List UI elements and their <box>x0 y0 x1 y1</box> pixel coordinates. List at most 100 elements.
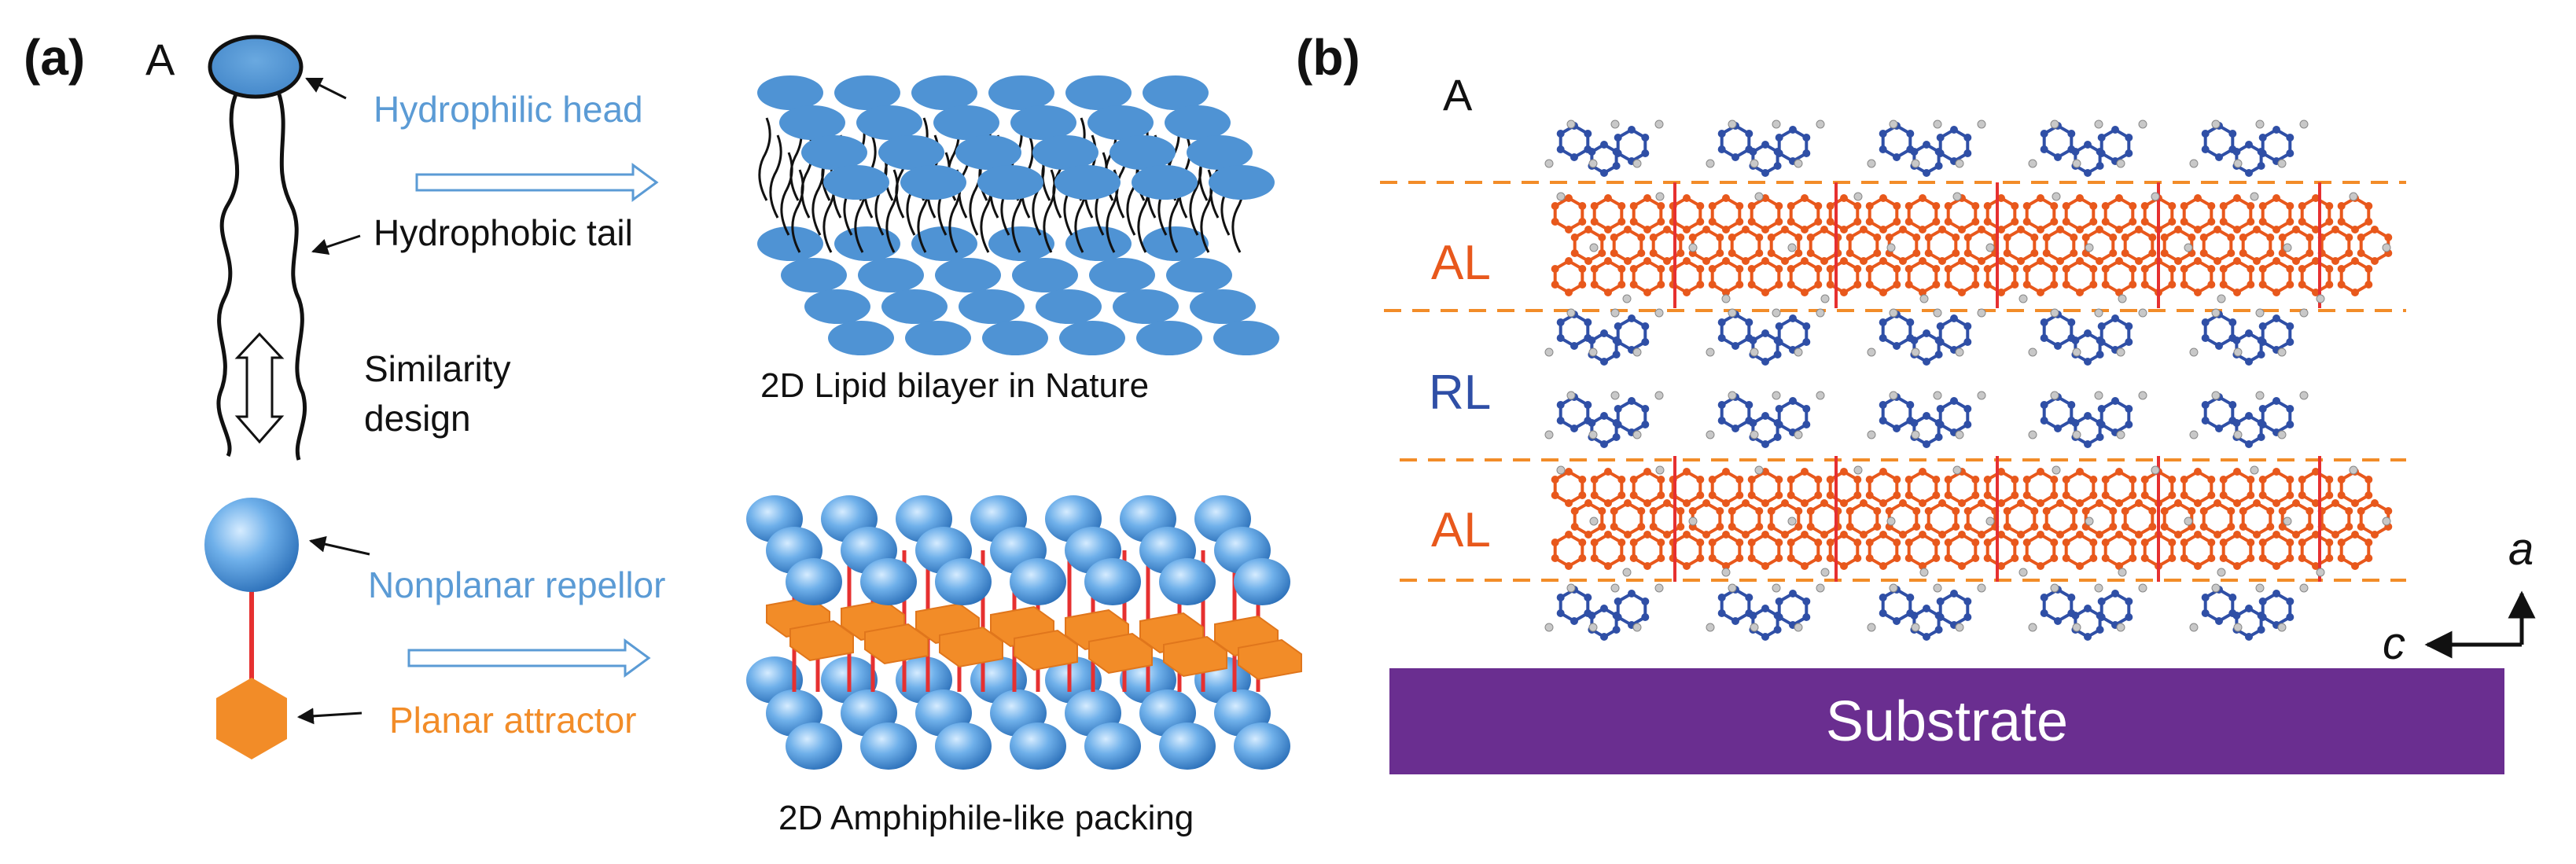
al-ring-atom <box>2062 554 2070 562</box>
al-ring-atom <box>2312 499 2320 507</box>
al-ring-atom <box>1938 499 1946 507</box>
packing-upper-sphere <box>935 558 992 605</box>
al-ring-atom <box>1932 281 1941 289</box>
al-ring-atom <box>1932 539 1941 546</box>
rl-ring-atom <box>1802 134 1811 142</box>
al-ring-atom <box>2219 265 2228 273</box>
bilayer-upper-head <box>933 105 999 140</box>
al-ring-atom <box>2129 476 2137 483</box>
al-ring-atom <box>1893 491 1901 499</box>
al-ring-atom <box>1624 257 1632 265</box>
al-ring-atom <box>2101 202 2110 210</box>
al-ring-atom <box>1702 257 1710 265</box>
packing-upper-sphere <box>1234 558 1290 605</box>
rl-ring-atom <box>2201 318 2210 326</box>
al-ring-atom <box>1735 539 1744 546</box>
rl-ring-atom <box>2097 134 2106 142</box>
rl-ring-atom <box>2040 609 2048 617</box>
al-ring-atom <box>2062 491 2070 499</box>
al-ring-atom <box>1787 554 1795 562</box>
rl-ring <box>1720 312 1751 348</box>
al-ring-atom <box>2168 539 2177 546</box>
al-ring-atom <box>2140 202 2149 210</box>
al-ring-atom <box>1702 226 1710 233</box>
al-ring-atom <box>2148 507 2157 515</box>
rl-ring-atom <box>2040 318 2048 326</box>
hydrogen-atom <box>1911 159 1920 168</box>
rl-ring-atom <box>2097 405 2106 413</box>
al-ring <box>2103 532 2135 568</box>
hydrogen-atom <box>1977 308 1986 318</box>
rl-ring-atom <box>2258 134 2267 142</box>
substrate-label: Substrate <box>1826 690 2068 753</box>
al-ring-atom <box>2272 257 2280 265</box>
al-ring <box>2025 532 2056 568</box>
al-ring-atom <box>2337 202 2346 210</box>
al-ring-atom <box>2253 257 2261 265</box>
al-ring <box>2064 196 2096 232</box>
al-ring-atom <box>2042 507 2051 515</box>
rl-ring-atom <box>2286 149 2294 157</box>
al-ring <box>2182 259 2214 295</box>
al-ring-atom <box>2160 507 2169 515</box>
hydrogen-atom <box>2028 623 2037 632</box>
al-ring <box>1710 532 1742 568</box>
al-ring <box>1671 532 1702 568</box>
al-ring-atom <box>1820 226 1828 233</box>
bilayer-upper-head <box>1132 165 1198 200</box>
al-ring-atom <box>2076 226 2084 233</box>
al-ring-atom <box>2351 531 2359 539</box>
hydrogen-atom <box>2255 583 2265 593</box>
rl-ring-atom <box>2201 594 2210 601</box>
al-ring-atom <box>2331 499 2339 507</box>
rl-ring <box>2261 399 2292 435</box>
al-ring-atom <box>1775 218 1783 226</box>
al-ring-atom <box>2357 507 2365 515</box>
al-ring-atom <box>2207 218 2216 226</box>
rl-ring-atom <box>1570 153 1578 161</box>
al-ring-atom <box>1879 257 1887 265</box>
al-ring-atom <box>1722 194 1730 202</box>
hydrogen-atom <box>1655 465 1665 475</box>
rl-ring-atom <box>1588 419 1596 427</box>
hydrogen-atom <box>2116 623 2125 632</box>
rl-ring-atom <box>1641 322 1650 330</box>
al-ring-atom <box>2089 476 2098 483</box>
hydrogen-atom <box>1688 517 1698 526</box>
al-ring-atom <box>2272 562 2280 570</box>
hydrogen-atom <box>2052 465 2061 475</box>
al-ring-atom <box>1657 218 1665 226</box>
hydrogen-atom <box>2072 430 2081 439</box>
hydrogen-atom <box>2299 119 2309 129</box>
al-ring-atom <box>2219 281 2228 289</box>
al-ring-atom <box>1624 531 1632 539</box>
rl-ring-atom <box>1963 134 1972 142</box>
rl-ring-atom <box>1963 338 1972 346</box>
hydrogen-atom <box>2211 308 2221 318</box>
al-ring-atom <box>1971 476 1980 483</box>
al-ring-atom <box>1952 507 1960 515</box>
panel-a-corner-label: A <box>145 35 175 84</box>
al-ring-atom <box>2180 539 2188 546</box>
al-ring-atom <box>2199 233 2208 241</box>
rl-ring-atom <box>1789 314 1797 322</box>
hydrogen-atom <box>2255 119 2265 129</box>
al-ring <box>1691 227 1722 263</box>
hydrogen-atom <box>1706 159 1715 168</box>
al-ring-atom <box>1912 523 1921 531</box>
rl-ring-atom <box>1893 342 1901 350</box>
packing-upper-sphere <box>1159 558 1216 605</box>
hydrogen-atom <box>1867 347 1876 357</box>
al-ring-atom <box>1742 226 1750 233</box>
hydrogen-atom <box>2233 623 2243 632</box>
hydrogen-atom <box>2050 391 2059 400</box>
al-ring-atom <box>1904 281 1913 289</box>
al-ring-atom <box>1604 194 1612 202</box>
al-ring-atom <box>2089 281 2098 289</box>
al-ring-atom <box>1637 523 1646 531</box>
rl-ring-atom <box>2272 397 2280 405</box>
al-ring-atom <box>1806 523 1815 531</box>
rl-ring-atom <box>1910 336 1919 344</box>
al-ring-atom <box>2266 507 2275 515</box>
al-ring-atom <box>1610 233 1618 241</box>
